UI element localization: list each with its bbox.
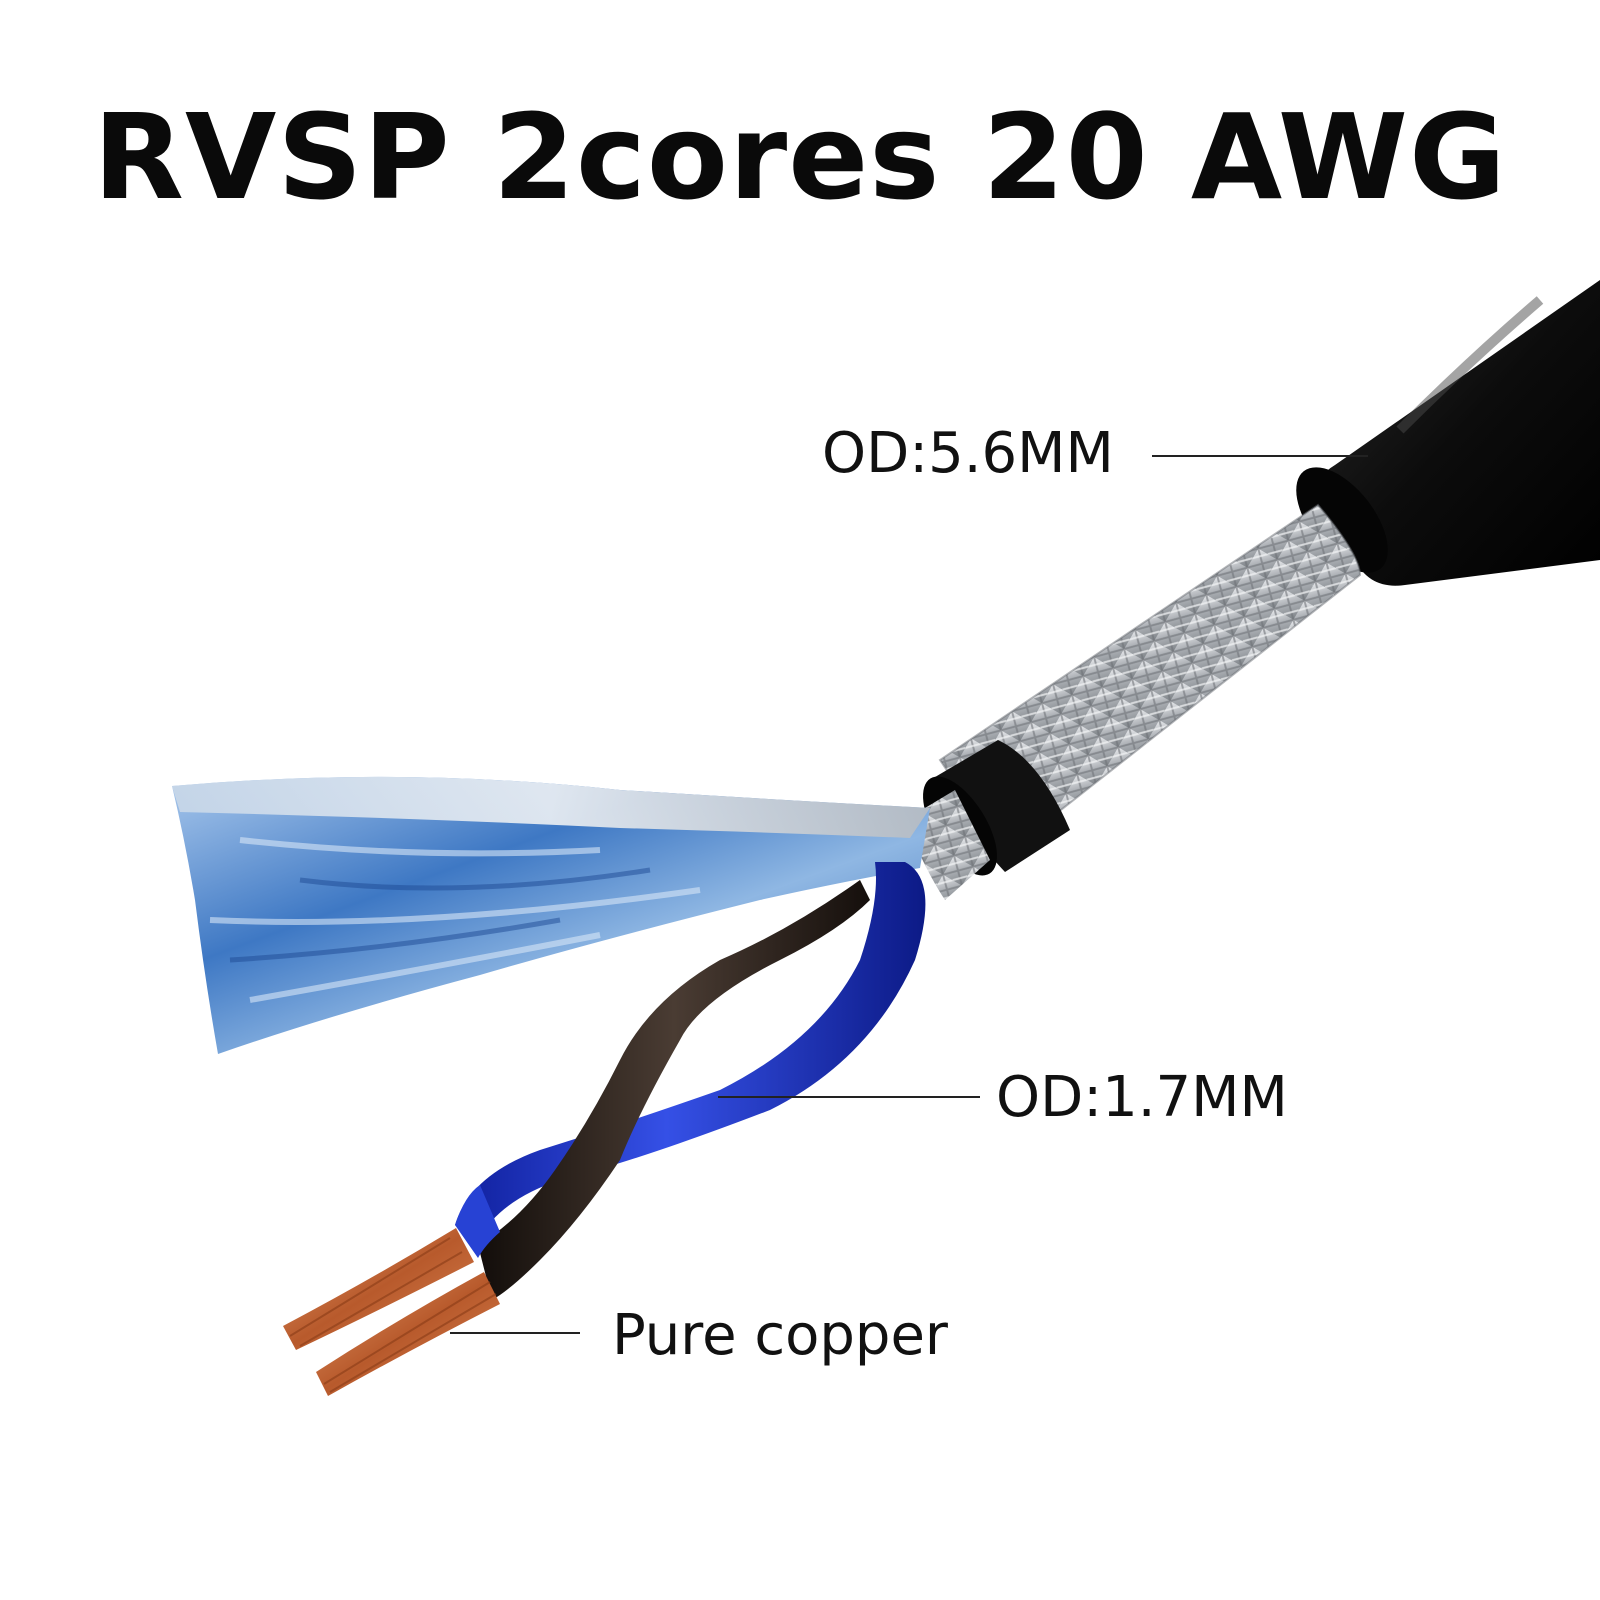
aluminum-foil: [172, 776, 930, 1054]
cable-jacket: [1296, 280, 1600, 586]
conductor-label: Pure copper: [612, 1303, 948, 1368]
core-diameter-label: OD:1.7MM: [996, 1065, 1288, 1130]
outer-diameter-label: OD:5.6MM: [822, 421, 1114, 486]
blue-core-end: [455, 1185, 500, 1258]
copper-strands: [283, 1228, 500, 1396]
page-title: RVSP 2cores 20 AWG: [93, 88, 1507, 226]
brown-core: [478, 880, 870, 1300]
